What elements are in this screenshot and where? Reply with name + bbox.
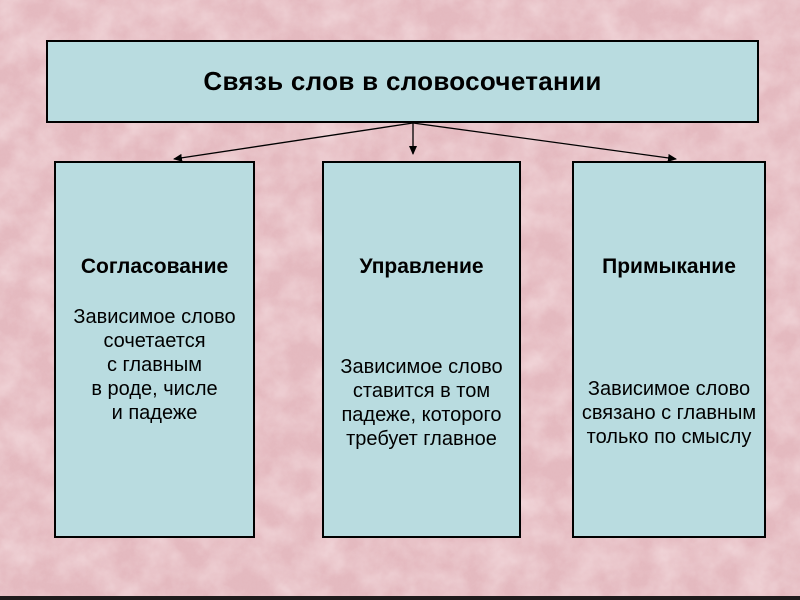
title-box: Связь слов в словосочетании bbox=[46, 40, 759, 123]
column-box-primykanie: Примыкание Зависимое слово связано с гла… bbox=[572, 161, 766, 538]
column-body: Зависимое слово сочетается с главным в р… bbox=[73, 306, 236, 424]
column-heading: Примыкание bbox=[602, 255, 736, 278]
column-box-upravlenie: Управление Зависимое слово ставится в то… bbox=[322, 161, 521, 538]
column-box-soglasovanie: Согласование Зависимое слово сочетается … bbox=[54, 161, 255, 538]
slide-title: Связь слов в словосочетании bbox=[203, 66, 602, 96]
column-body: Зависимое слово связано с главным только… bbox=[581, 378, 757, 448]
column-body: Зависимое слово ставится в том падеже, к… bbox=[340, 356, 503, 450]
column-heading: Согласование bbox=[80, 255, 229, 278]
column-heading: Управление bbox=[359, 255, 484, 278]
bottom-bar bbox=[0, 596, 800, 600]
